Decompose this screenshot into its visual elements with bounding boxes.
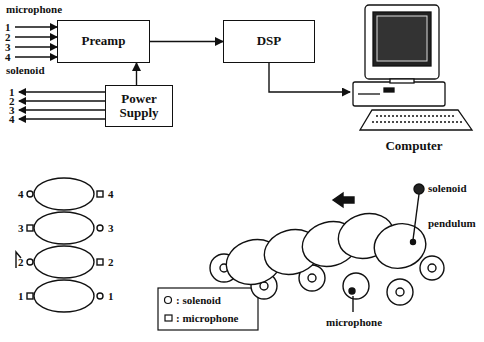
callout-number: 1 — [18, 290, 24, 302]
callout-number: 2 — [108, 256, 114, 268]
connector-arrow — [136, 63, 137, 85]
computer-illustration — [353, 5, 472, 130]
process-box: Preamp — [57, 20, 150, 63]
callout-number: 2 — [18, 256, 24, 268]
callout-number: 4 — [18, 188, 24, 200]
legend-text: : solenoid — [176, 294, 221, 306]
node-text: Power Supply — [109, 92, 169, 121]
node-text: DSP — [257, 34, 282, 48]
process-box: Power Supply — [105, 85, 173, 127]
channel-number: 4 — [9, 113, 15, 125]
callout-number: 1 — [108, 290, 114, 302]
connector-arrow — [269, 63, 350, 92]
legend-text: : microphone — [176, 312, 238, 324]
callout-number: 3 — [18, 222, 24, 234]
node-text: Computer — [385, 139, 442, 153]
computer-node: Computer — [350, 3, 478, 153]
callout-number: 3 — [108, 222, 114, 234]
channel-number: 4 — [5, 51, 11, 63]
side-view-robot — [210, 184, 444, 312]
part-label: pendulum — [428, 217, 476, 229]
process-box: DSP — [223, 20, 315, 63]
signal-label: solenoid — [6, 64, 45, 76]
part-label: solenoid — [428, 182, 467, 194]
top-view — [16, 178, 103, 312]
node-text: Preamp — [82, 34, 126, 48]
callout-number: 4 — [108, 188, 114, 200]
connector-arrow — [150, 41, 223, 42]
legend-box — [158, 288, 258, 330]
input-wires — [15, 27, 57, 57]
output-wires — [19, 92, 105, 119]
signal-label: microphone — [6, 3, 62, 15]
part-label: microphone — [326, 316, 382, 328]
